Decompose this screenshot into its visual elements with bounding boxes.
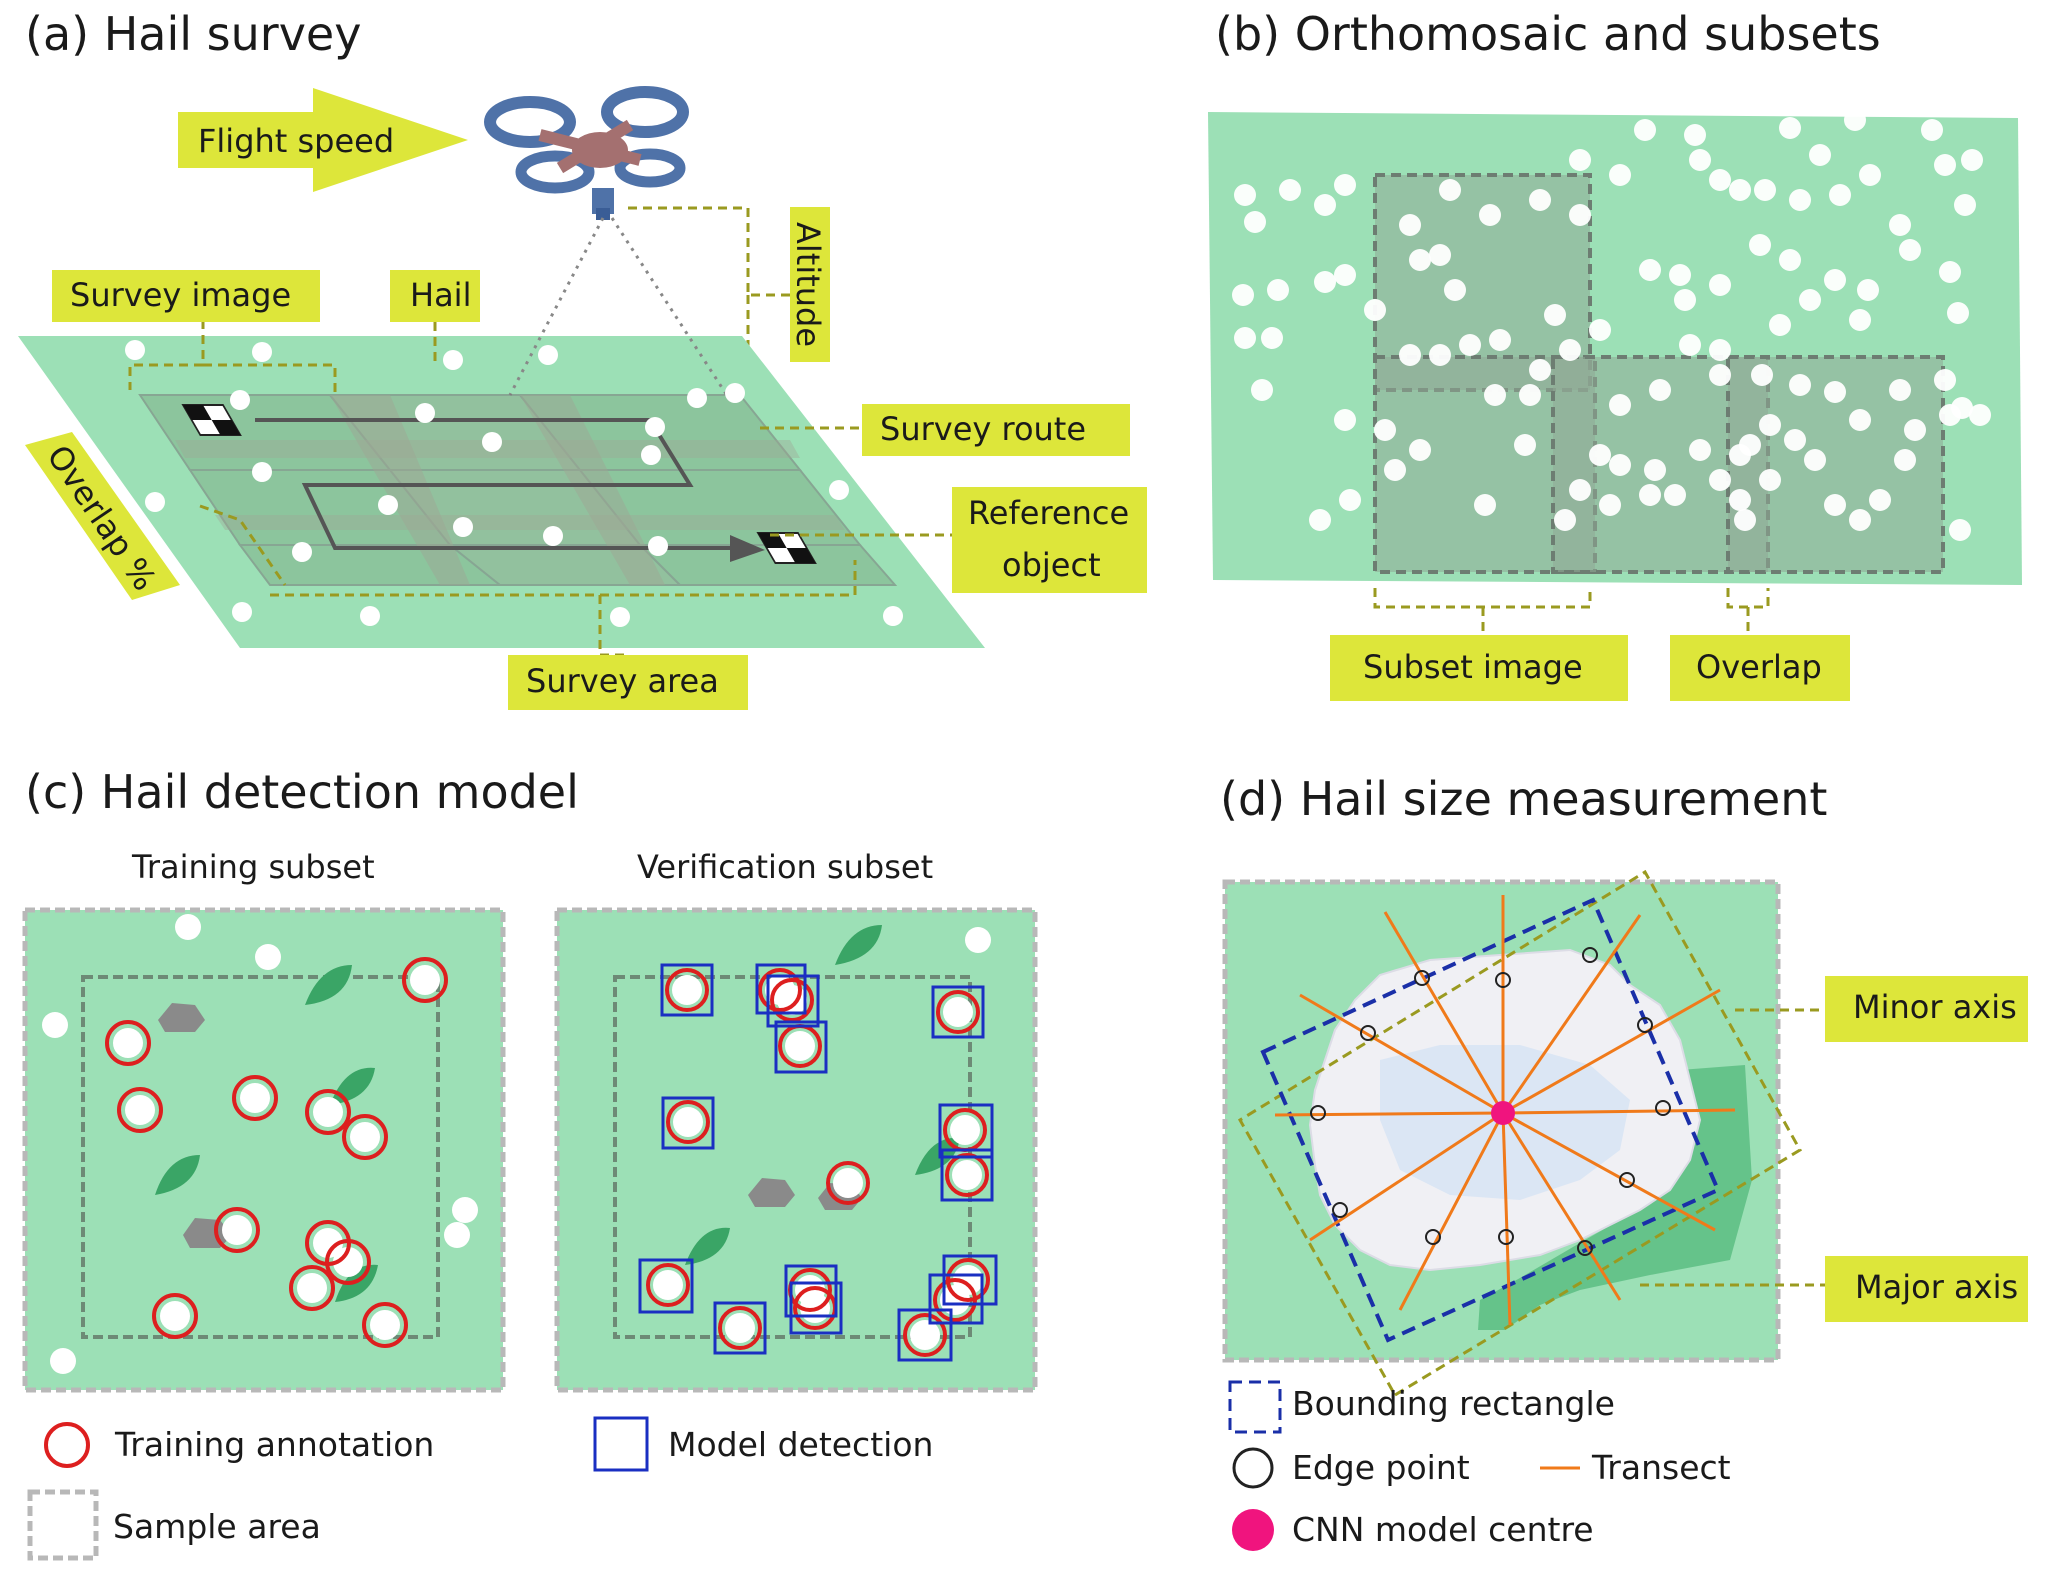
survey-image-label-box: Survey image (52, 270, 320, 322)
reference-object-label-box: Reference object (952, 487, 1147, 593)
panel-b: (b) Orthomosaic and subsets (1208, 7, 2022, 701)
survey-route-label: Survey route (880, 410, 1086, 448)
edge-points (1310, 947, 1671, 1256)
legend-cnn-centre: CNN model centre (1292, 1510, 1594, 1549)
reference-object-label-1: Reference (968, 494, 1129, 532)
sample-area-legend-icon (27, 1489, 99, 1561)
survey-area-label-box: Survey area (508, 655, 748, 710)
panel-a-title: (a) Hail survey (25, 7, 361, 61)
verification-subset-box (554, 907, 1038, 1393)
survey-route-line (255, 418, 740, 550)
axis-rectangle (1237, 869, 1803, 1398)
survey-area-label: Survey area (526, 662, 719, 700)
cnn-centre-legend-icon (1232, 1509, 1274, 1551)
overlap-label-box-b: Overlap (1670, 635, 1850, 701)
legend-training-annotation: Training annotation (114, 1425, 434, 1464)
major-axis-label-box: Major axis (1825, 1256, 2028, 1322)
legend-edge-point: Edge point (1292, 1448, 1470, 1487)
panel-d: (d) Hail size measurement (1220, 772, 2028, 1551)
subset-image-label-box: Subset image (1330, 635, 1628, 701)
survey-route-label-box: Survey route (862, 404, 1130, 456)
bounding-rectangle (1260, 897, 1721, 1343)
legend-model-detection: Model detection (668, 1425, 933, 1464)
minor-axis-label: Minor axis (1853, 988, 2017, 1026)
reference-object-icon (181, 404, 817, 564)
training-annotation-legend-icon (44, 1422, 90, 1468)
major-axis-label: Major axis (1855, 1268, 2018, 1306)
legend-bounding-rectangle: Bounding rectangle (1292, 1384, 1615, 1423)
hail-label: Hail (410, 276, 471, 314)
transects (1274, 895, 1736, 1326)
panel-b-title: (b) Orthomosaic and subsets (1215, 7, 1881, 61)
route-arrow-icon (730, 535, 765, 562)
hail-label-box: Hail (390, 270, 480, 322)
altitude-label-box: Altitude (789, 207, 830, 362)
drone-icon (484, 86, 689, 220)
panel-c: (c) Hail detection model Training subset… (22, 765, 1038, 1561)
legend-transect: Transect (1591, 1448, 1731, 1487)
panel-a: (a) Hail survey Flight speed Altitude (18, 7, 1147, 710)
hail-dots-b (1232, 109, 1991, 541)
panel-d-title: (d) Hail size measurement (1220, 772, 1827, 826)
training-subset-label: Training subset (131, 848, 375, 886)
model-detection-legend-icon (593, 1416, 649, 1472)
survey-image-label: Survey image (70, 276, 291, 314)
edge-point-legend-icon (1232, 1447, 1274, 1489)
overlap-label-b: Overlap (1696, 648, 1822, 686)
leaf-icon (685, 925, 960, 1265)
legend-sample-area: Sample area (113, 1507, 321, 1546)
panel-c-title: (c) Hail detection model (25, 765, 579, 819)
flight-speed-label: Flight speed (198, 122, 394, 160)
legend-d: Bounding rectangle Edge point Transect C… (1228, 1380, 1731, 1551)
verification-subset-label: Verification subset (637, 848, 933, 886)
legend-c: Training annotation Model detection Samp… (27, 1416, 933, 1561)
cnn-centre-marker (1491, 1101, 1515, 1125)
bounding-rectangle-legend-icon (1228, 1380, 1282, 1434)
altitude-label: Altitude (789, 222, 827, 347)
training-subset-box (22, 907, 506, 1393)
training-annotations (105, 957, 448, 1348)
minor-axis-label-box: Minor axis (1825, 976, 2028, 1042)
reference-object-label-2: object (1002, 546, 1101, 584)
model-detections (638, 963, 998, 1362)
flight-speed-arrow: Flight speed (178, 88, 468, 192)
altitude-bracket (628, 206, 790, 297)
subset-image-label: Subset image (1363, 648, 1583, 686)
hail-size-box (1222, 869, 1803, 1398)
hail-dots-a (125, 340, 903, 627)
